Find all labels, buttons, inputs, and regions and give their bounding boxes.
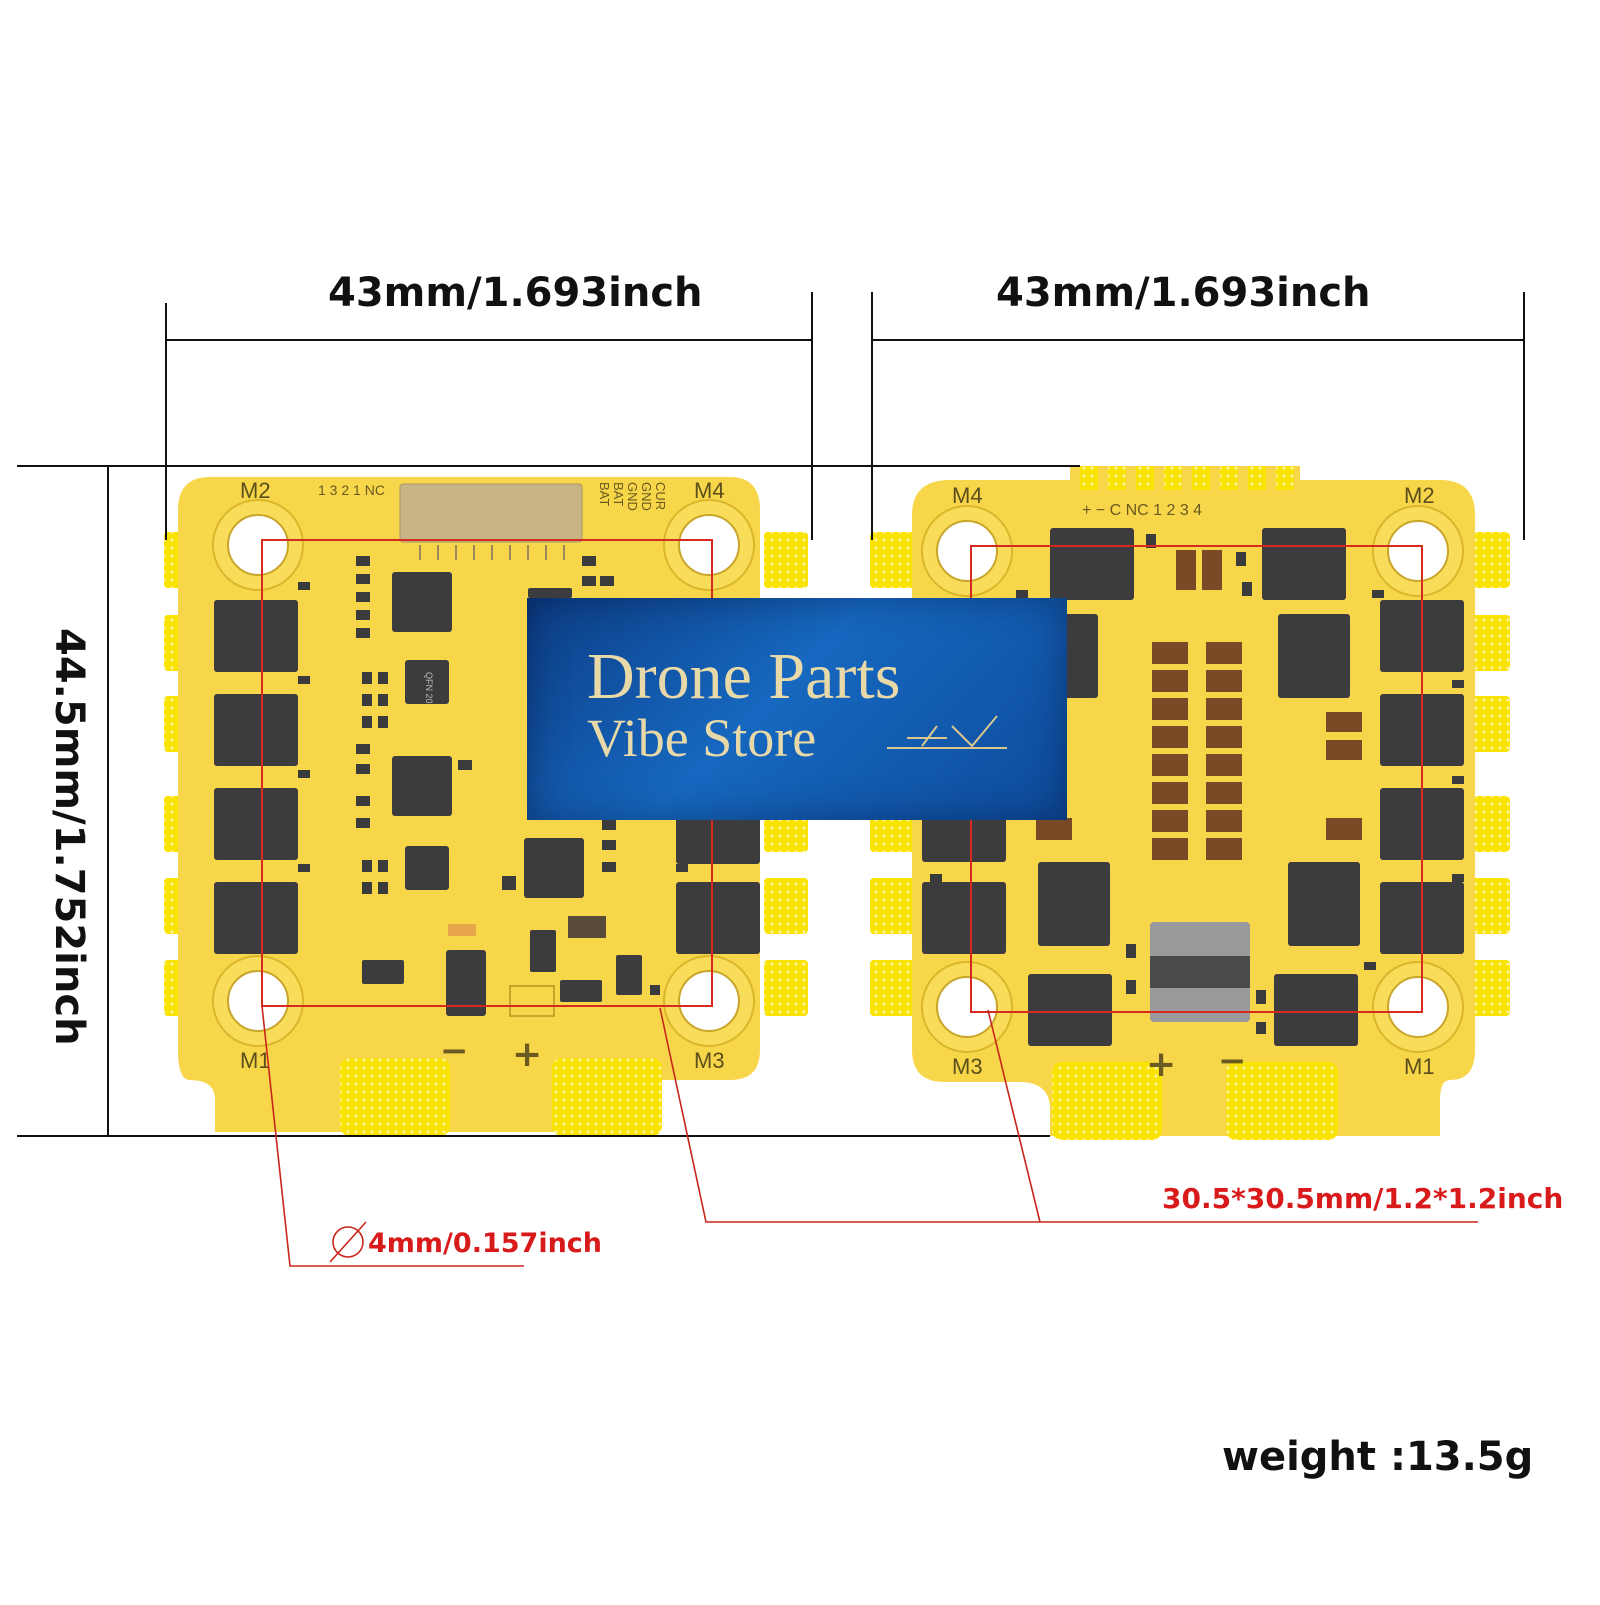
front-chip-text: QFN 20 (424, 672, 434, 704)
front-label-m4: M4 (694, 478, 725, 503)
back-label-m2: M2 (1404, 483, 1435, 508)
front-pin-bat-1: BAT (597, 482, 612, 506)
front-width-label: 43mm/1.693inch (328, 270, 703, 316)
front-empty-footprint (509, 985, 555, 1017)
front-passives (298, 556, 688, 995)
back-capacitors (1036, 550, 1362, 860)
front-pin-bat-2: BAT (611, 482, 626, 506)
front-mosfets (214, 572, 760, 1016)
pattern-leader (659, 1007, 1478, 1223)
front-label-m3: M3 (694, 1048, 725, 1073)
front-pin-gnd-2: GND (639, 482, 654, 511)
front-connector-power-labels: BAT BAT GND GND CUR (597, 482, 668, 511)
back-label-m3: M3 (952, 1054, 983, 1079)
front-label-m2: M2 (240, 478, 271, 503)
back-passives (930, 534, 1464, 1034)
back-inductor-band (1150, 956, 1250, 988)
watermark-line2: Vibe Store (587, 708, 816, 768)
front-mount-holes (212, 499, 755, 1047)
front-connector (399, 483, 583, 543)
hole-leader (261, 1005, 524, 1267)
back-power-plus: + (1146, 1044, 1176, 1085)
leader-lines (261, 1005, 1478, 1267)
store-logo: Drone Parts Vibe Store (587, 640, 1007, 768)
front-label-m1: M1 (240, 1048, 271, 1073)
mount-pattern-label: 30.5*30.5mm/1.2*1.2inch (1162, 1182, 1563, 1215)
front-pin-cur: CUR (653, 482, 668, 510)
pattern-leader-back (987, 1009, 1041, 1223)
front-pin-gnd-1: GND (625, 482, 640, 511)
front-inductor (568, 916, 606, 938)
front-power-minus: − (440, 1031, 469, 1071)
back-power-pad-left (1052, 1062, 1162, 1140)
back-mount-holes (921, 505, 1464, 1053)
back-width-label: 43mm/1.693inch (996, 270, 1371, 316)
back-power-minus: − (1218, 1041, 1247, 1081)
back-pad-labels: + − C NC 1 2 3 4 (1082, 502, 1202, 519)
store-watermark: Drone Parts Vibe Store (527, 598, 1067, 820)
back-top-pads (1080, 466, 1294, 490)
front-tag (448, 924, 476, 936)
front-power-plus: + (512, 1034, 542, 1075)
front-power-pad-left (340, 1058, 450, 1136)
front-connector-pin-labels: 1 3 2 1 NC (318, 482, 385, 498)
dimension-lines (17, 292, 1525, 1137)
front-power-pad-right (552, 1058, 662, 1136)
weight-label: weight :13.5g (1222, 1434, 1534, 1480)
hole-diameter-icon (329, 1221, 367, 1263)
back-power-pad-right (1226, 1062, 1338, 1140)
back-label-m1: M1 (1404, 1054, 1435, 1079)
back-label-m4: M4 (952, 483, 983, 508)
hole-diameter-label: 4mm/0.157inch (368, 1228, 602, 1259)
front-connector-pins (419, 545, 565, 560)
watermark-line1: Drone Parts (587, 640, 900, 713)
height-label: 44.5mm/1.752inch (46, 628, 92, 1046)
drone-logo-icon (887, 715, 1007, 749)
